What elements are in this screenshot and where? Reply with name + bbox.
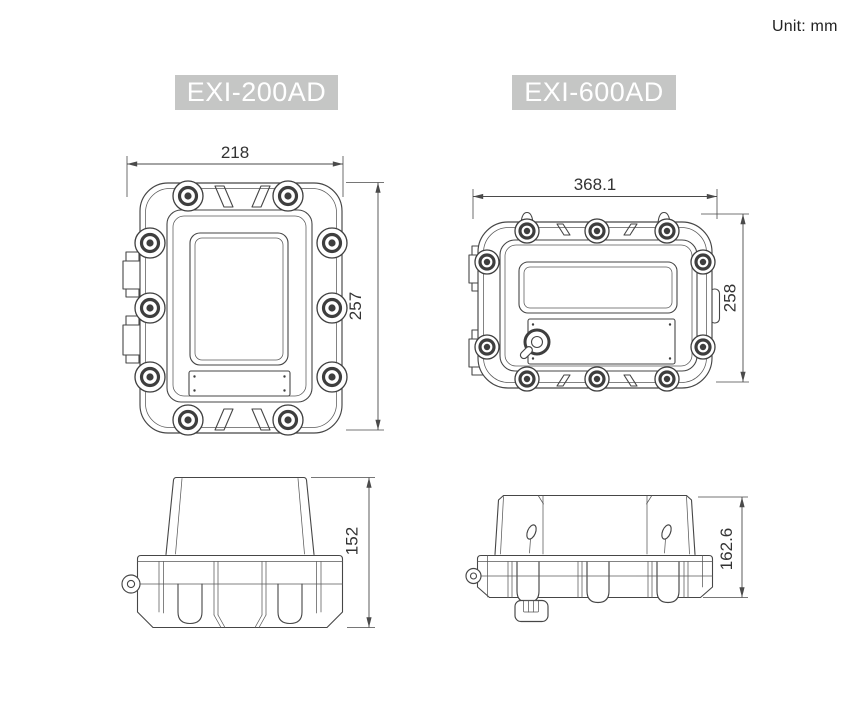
exi-200ad-front-view: 218 257	[122, 143, 384, 437]
bolt-icon	[513, 365, 541, 393]
model-name: EXI-200AD	[186, 77, 327, 107]
bottom-latch-notch	[556, 374, 638, 387]
bolt-icon	[689, 333, 717, 361]
bolt-icon	[583, 217, 611, 245]
exi-200ad-side-view: 152	[121, 476, 375, 629]
model-name: EXI-600AD	[524, 77, 664, 107]
dimension-width: 218	[126, 143, 344, 197]
cable-gland	[514, 599, 549, 623]
dimension-height: 257	[346, 182, 384, 431]
eyelet	[465, 567, 482, 585]
bolt-icon	[271, 403, 305, 437]
key-latch-handle	[519, 328, 551, 360]
bolt-icon	[583, 365, 611, 393]
name-plate	[188, 370, 291, 397]
mounting-feet	[516, 561, 680, 604]
bolt-icon	[689, 248, 717, 276]
bolt-icon	[271, 179, 305, 213]
top-cover	[494, 494, 696, 556]
bolt-icon	[171, 179, 205, 213]
bolt-icon	[133, 226, 167, 260]
lifting-lugs	[520, 211, 671, 224]
latch-lever	[526, 524, 537, 554]
dim-200ad-side-height-label: 152	[343, 527, 362, 555]
dim-600ad-front-width-label: 368.1	[574, 175, 617, 194]
bolt-icon	[133, 291, 167, 325]
bolt-icon	[653, 217, 681, 245]
model-label-exi-600ad: EXI-600AD	[512, 75, 676, 110]
base-body	[476, 554, 714, 599]
dim-200ad-front-width-label: 218	[221, 143, 249, 162]
bolt-icon	[315, 291, 349, 325]
bolt-icon	[171, 403, 205, 437]
mounting-feet	[177, 583, 303, 625]
dimension-height: 258	[701, 213, 749, 383]
display-window	[518, 261, 678, 314]
dimension-height: 152	[311, 477, 375, 628]
eyelet	[121, 574, 141, 594]
bottom-latch-notch	[214, 408, 271, 431]
bolt-icon	[315, 226, 349, 260]
dim-600ad-side-height-label: 162.6	[717, 528, 736, 571]
bolt-icon	[473, 333, 501, 361]
unit-label: Unit: mm	[772, 18, 838, 35]
bolt-icon	[653, 365, 681, 393]
model-label-exi-200ad: EXI-200AD	[175, 75, 338, 110]
dim-600ad-front-height-label: 258	[721, 284, 740, 312]
top-latch-notch	[214, 185, 271, 208]
bolt-icon	[513, 217, 541, 245]
base-body	[136, 554, 344, 629]
dim-200ad-front-height-label: 257	[346, 292, 365, 320]
exi-600ad-front-view: 368.1 258	[468, 175, 749, 393]
latch-lever	[661, 524, 672, 554]
exi-600ad-side-view: 162.6	[465, 494, 748, 623]
dimension-height: 162.6	[698, 496, 748, 598]
top-cover	[165, 476, 315, 556]
top-latch-notch	[556, 223, 638, 236]
bolt-icon	[315, 360, 349, 394]
base-ribs	[477, 555, 713, 598]
bolt-icon	[473, 248, 501, 276]
bolt-icon	[133, 360, 167, 394]
display-window	[189, 232, 289, 366]
dimension-width: 368.1	[472, 175, 718, 219]
